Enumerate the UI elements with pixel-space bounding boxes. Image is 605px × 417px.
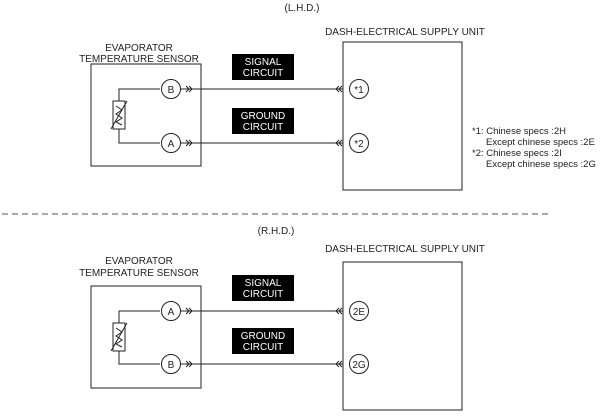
rhd-ground-label-2: CIRCUIT [243,342,284,353]
lhd-unit-pin-bottom [349,133,369,153]
lhd-unit-pin-bottom-label: *2 [354,139,364,150]
rhd-sensor-label-line1: EVAPORATOR [105,256,173,267]
lhd-signal-wire [181,85,343,93]
rhd-sensor-pin-bottom-label: B [168,360,175,371]
rhd-unit-pin-bottom [349,354,369,374]
rhd-sensor-label-line2: TEMPERATURE SENSOR [79,268,199,279]
lhd-unit-label: DASH-ELECTRICAL SUPPLY UNIT [325,27,485,38]
rhd-unit-pin-top [349,301,369,321]
lhd-sensor-pin-top-label: B [168,85,175,96]
footnote-1-except: Except chinese specs :2E [486,137,595,148]
rhd-unit-label: DASH-ELECTRICAL SUPPLY UNIT [325,244,485,255]
rhd-unit-pin-bottom-label: 2G [352,360,366,371]
lhd-sensor-label-line1: EVAPORATOR [105,43,173,54]
footnote-2-except: Except chinese specs :2G [486,159,596,170]
lhd-sensor-label-line2: TEMPERATURE SENSOR [79,54,199,65]
lhd-ground-label-1: GROUND [241,111,285,122]
rhd-section: (R.H.D.) EVAPORATOR TEMPERATURE SENSOR D… [79,226,485,411]
lhd-sensor-box [90,63,202,167]
rhd-sensor-box [90,285,202,389]
footnote-1: *1: Chinese specs :2H [472,126,566,137]
lhd-signal-circuit-box [232,54,294,80]
rhd-signal-wire [181,307,343,315]
rhd-ground-circuit-box [232,328,294,354]
lhd-signal-label-2: CIRCUIT [243,68,284,79]
rhd-thermistor [110,310,160,365]
lhd-sensor-pin-bottom [161,133,181,153]
lhd-unit-box [342,41,463,191]
lhd-ground-label-2: CIRCUIT [243,122,284,133]
lhd-section: (L.H.D.) EVAPORATOR TEMPERATURE SENSOR D… [79,3,596,191]
rhd-sensor-pin-bottom [161,354,181,374]
lhd-unit-pin-top-label: *1 [354,85,364,96]
lhd-heading: (L.H.D.) [285,3,320,14]
rhd-signal-circuit-box [232,275,294,301]
rhd-unit-pin-top-label: 2E [353,307,366,318]
lhd-sensor-pin-top [161,79,181,99]
lhd-signal-label-1: SIGNAL [245,57,282,68]
rhd-ground-label-1: GROUND [241,331,285,342]
rhd-heading: (R.H.D.) [258,226,295,237]
rhd-unit-box [342,261,463,411]
lhd-ground-wire [181,139,343,147]
rhd-ground-wire [181,360,343,368]
rhd-signal-label-1: SIGNAL [245,278,282,289]
lhd-unit-pin-top [349,79,369,99]
pin-footnotes: *1: Chinese specs :2H Except chinese spe… [472,126,596,170]
footnote-2: *2: Chinese specs :2I [472,148,562,159]
rhd-signal-label-2: CIRCUIT [243,289,284,300]
lhd-sensor-pin-bottom-label: A [168,139,175,150]
lhd-ground-circuit-box [232,108,294,134]
lhd-thermistor [110,88,160,144]
rhd-sensor-pin-top [161,301,181,321]
rhd-sensor-pin-top-label: A [168,307,175,318]
